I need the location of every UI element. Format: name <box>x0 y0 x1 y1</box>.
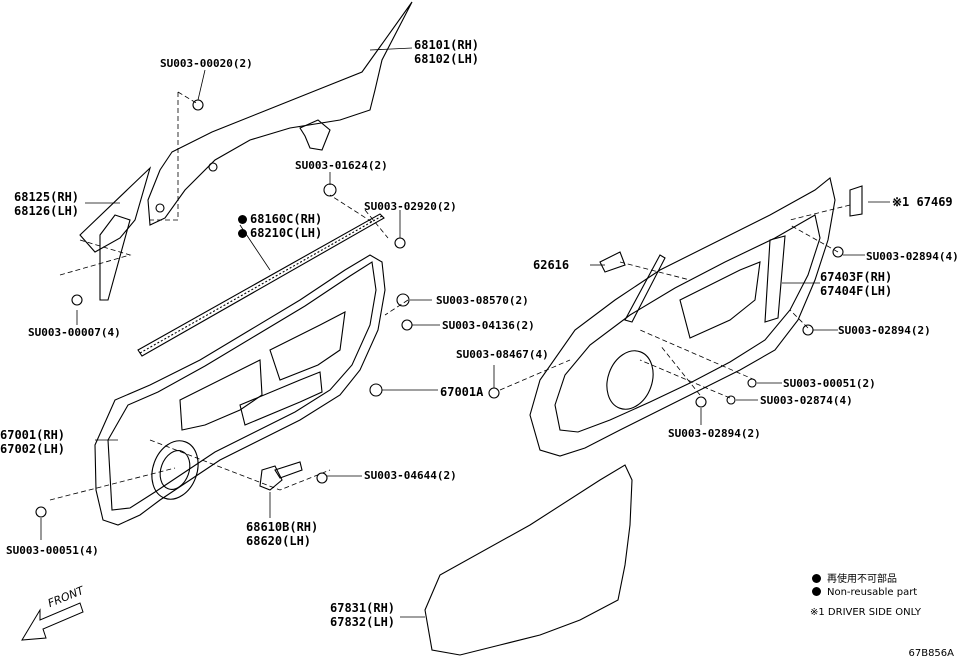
partition-glass <box>79 166 152 253</box>
label-su003-02874: SU003-02874(4) <box>760 394 853 407</box>
label-67469: ※1 67469 <box>892 195 953 209</box>
service-hole-cover <box>424 464 633 656</box>
label-su003-02894-b: SU003-02894(2) <box>838 324 931 337</box>
label-62616: 62616 <box>533 258 570 272</box>
label-67001: 67001(RH)67002(LH) <box>0 428 66 456</box>
label-su003-00051-right: SU003-00051(2) <box>783 377 876 390</box>
bullet-icon <box>812 587 821 596</box>
label-67001a: 67001A <box>440 385 484 399</box>
legend-non-reusable-jp: 再使用不可部品 <box>812 570 897 585</box>
label-su003-02920: SU003-02920(2) <box>364 200 457 213</box>
label-su003-04644: SU003-04644(2) <box>364 469 457 482</box>
label-su003-04136: SU003-04136(2) <box>442 319 535 332</box>
legend-driver-side-note: ※1 DRIVER SIDE ONLY <box>810 607 922 618</box>
label-su003-00007: SU003-00007(4) <box>28 326 121 339</box>
drawing-code: 67B856A <box>908 648 954 659</box>
label-su003-02894-a: SU003-02894(4) <box>866 250 959 263</box>
legend-non-reusable-en: Non-reusable part <box>812 587 917 598</box>
label-su003-01624: SU003-01624(2) <box>295 159 388 172</box>
non-reusable-marker <box>238 229 247 238</box>
label-68125: 68125(RH)68126(LH) <box>14 190 80 218</box>
label-68160c: 68160C(RH) 68210C(LH) <box>238 212 322 240</box>
inner-door-frame <box>529 177 836 457</box>
label-67403f: 67403F(RH)67404F(LH) <box>820 270 893 298</box>
door-glass <box>147 1 413 226</box>
label-su003-00020: SU003-00020(2) <box>160 57 253 70</box>
label-68610b: 68610B(RH)68620(LH) <box>246 520 319 548</box>
belt-weatherstrip <box>137 213 385 357</box>
label-su003-02894-c: SU003-02894(2) <box>668 427 761 440</box>
label-su003-00051-left: SU003-00051(4) <box>6 544 99 557</box>
bullet-icon <box>812 574 821 583</box>
front-arrow <box>21 602 84 641</box>
non-reusable-marker <box>238 215 247 224</box>
label-su003-08467: SU003-08467(4) <box>456 348 549 361</box>
door-lock <box>259 465 283 491</box>
label-68101: 68101(RH)68102(LH) <box>414 38 480 66</box>
outer-door-panel <box>94 254 386 526</box>
label-67831: 67831(RH)67832(LH) <box>330 601 396 629</box>
label-su003-08570: SU003-08570(2) <box>436 294 529 307</box>
